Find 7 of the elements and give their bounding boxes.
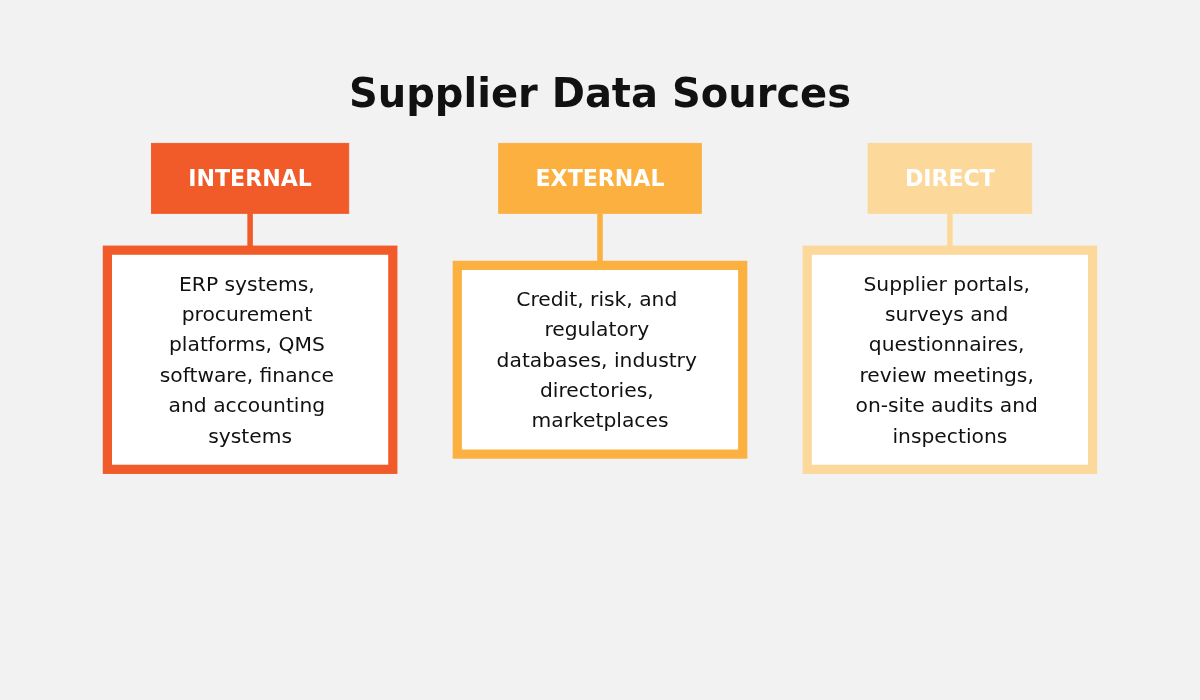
node-box: DIRECT [867,142,1033,214]
node-box: EXTERNAL [498,142,702,214]
diagram-title: Supplier Data Sources [347,70,853,116]
node-box: Credit, risk, and regulatory databases, industry directories, marketplaces [452,260,748,459]
node-box: ERP systems, procurement platforms, QMS software, finance and accounting systems [102,245,398,474]
node-box: Supplier portals, surveys and questionnaires, review meetings, on-site audits and inspections [802,245,1098,474]
node-box: INTERNAL [151,142,350,214]
